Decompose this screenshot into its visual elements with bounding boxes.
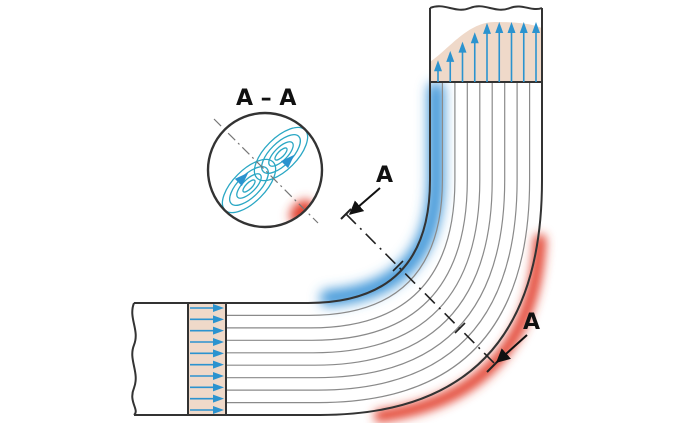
low-pressure-zone bbox=[320, 82, 444, 306]
view-arrow-lower bbox=[495, 334, 528, 363]
outlet-velocity-arrow bbox=[507, 22, 516, 82]
section-outline bbox=[206, 111, 324, 229]
cut-mark-1 bbox=[392, 260, 404, 272]
inlet-velocity-arrow bbox=[190, 349, 224, 358]
streamline bbox=[226, 82, 443, 316]
high-pressure-zone bbox=[374, 234, 546, 422]
inlet-velocity-arrow bbox=[190, 360, 224, 369]
inlet-break-line bbox=[131, 302, 137, 416]
view-arrow-upper bbox=[348, 187, 381, 215]
outlet-velocity-arrow bbox=[458, 41, 467, 82]
cut-mark-2 bbox=[454, 322, 466, 334]
outlet-velocity-arrow bbox=[470, 32, 479, 82]
cut-label-lower: A bbox=[523, 310, 541, 335]
outlet-velocity-arrow bbox=[446, 50, 455, 82]
cut-label-upper: A bbox=[376, 163, 394, 188]
pipe-inner-wall bbox=[134, 8, 431, 304]
inlet-profile-band bbox=[188, 303, 226, 415]
inlet-velocity-arrow bbox=[190, 338, 224, 346]
section-axis bbox=[213, 118, 319, 224]
outlet-velocity-arrow bbox=[532, 22, 540, 82]
inlet-velocity-arrow bbox=[190, 383, 224, 392]
streamline bbox=[226, 82, 518, 391]
section-view bbox=[206, 111, 324, 229]
outlet-break-line bbox=[429, 5, 543, 11]
outlet-velocity-arrows bbox=[434, 22, 540, 82]
streamline bbox=[226, 82, 506, 379]
inlet-velocity-arrow bbox=[190, 304, 224, 312]
inlet-velocity-arrow bbox=[190, 315, 224, 324]
secondary-flow-vortex bbox=[221, 158, 277, 214]
inlet-velocity-arrow bbox=[190, 394, 224, 403]
outlet-profile-band bbox=[430, 22, 542, 82]
streamline bbox=[226, 82, 531, 404]
streamline bbox=[226, 82, 456, 329]
inlet-velocity-arrow bbox=[190, 406, 224, 414]
outlet-velocity-arrow bbox=[519, 22, 528, 82]
outlet-velocity-arrow bbox=[434, 60, 442, 82]
streamlines bbox=[226, 82, 531, 404]
inlet-velocity-arrows bbox=[190, 304, 224, 414]
outlet-velocity-arrow bbox=[483, 22, 491, 82]
outlet-velocity-arrow bbox=[495, 22, 504, 82]
streamline bbox=[226, 82, 468, 341]
streamline bbox=[226, 82, 481, 354]
inlet-velocity-arrow bbox=[190, 326, 224, 335]
inlet-velocity-arrow bbox=[190, 372, 224, 380]
section-label: A – A bbox=[236, 86, 297, 111]
streamline bbox=[226, 82, 493, 366]
